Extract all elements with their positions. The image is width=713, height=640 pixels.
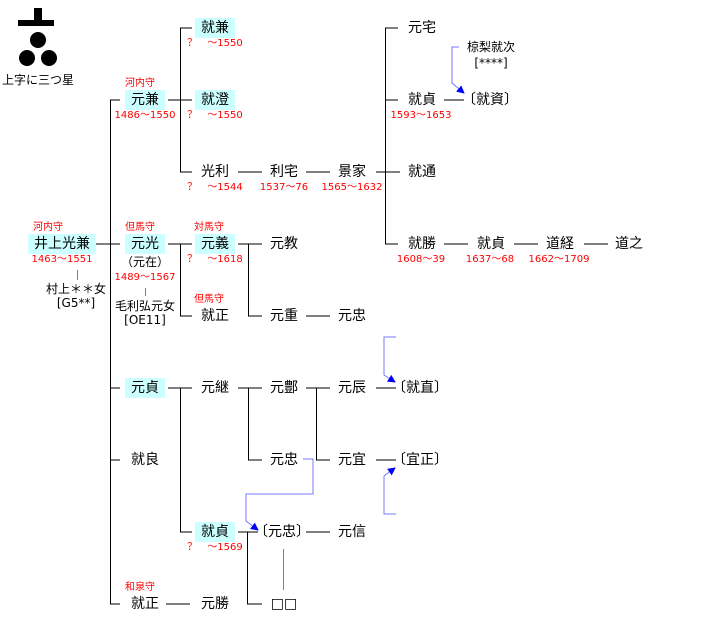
years: 1537～76 bbox=[259, 182, 309, 193]
person-node[interactable]: 元重 bbox=[270, 308, 298, 324]
person-node[interactable]: 就澄 bbox=[195, 90, 235, 110]
alias: （元在） bbox=[120, 255, 170, 269]
person-node[interactable]: 就兼 bbox=[195, 18, 235, 38]
person-node[interactable]: 〔元忠〕 bbox=[254, 524, 310, 540]
adoption-code: [****] bbox=[474, 56, 508, 70]
title: 和泉守 bbox=[125, 582, 155, 593]
wife-code: [OE11] bbox=[124, 313, 166, 327]
wife: 村上＊＊女 bbox=[45, 282, 107, 296]
person-node[interactable]: 景家 bbox=[338, 164, 366, 180]
wife: 毛利弘元女 bbox=[114, 299, 176, 313]
person-node[interactable]: 元義 bbox=[195, 234, 235, 254]
person-node[interactable]: 就正 bbox=[201, 308, 229, 324]
person-node[interactable]: 井上光兼 bbox=[28, 234, 96, 254]
person-node[interactable]: 元宜 bbox=[338, 452, 366, 468]
years: ？ ～1618 bbox=[187, 254, 243, 265]
title: 河内守 bbox=[125, 78, 155, 89]
person-node[interactable]: 元継 bbox=[201, 380, 229, 396]
person-node[interactable]: 就通 bbox=[408, 164, 436, 180]
person-node[interactable]: 元鄷 bbox=[270, 380, 298, 396]
years: 1637～68 bbox=[465, 254, 515, 265]
person-node[interactable]: 就貞 bbox=[477, 236, 505, 252]
person-node[interactable]: 就勝 bbox=[408, 236, 436, 252]
years: ？ ～1550 bbox=[187, 110, 243, 121]
years: ？ ～1569 bbox=[187, 542, 243, 553]
person-node[interactable]: 元信 bbox=[338, 524, 366, 540]
person-node[interactable]: 元教 bbox=[270, 236, 298, 252]
years: 1662～1709 bbox=[528, 254, 590, 265]
title: 対馬守 bbox=[194, 222, 224, 233]
person-node[interactable]: 元辰 bbox=[338, 380, 366, 396]
years: 1608～39 bbox=[396, 254, 446, 265]
person-node[interactable]: 就貞 bbox=[408, 92, 436, 108]
person-node[interactable]: 元勝 bbox=[201, 596, 229, 612]
title: 河内守 bbox=[33, 222, 63, 233]
person-node[interactable]: 〔就直〕 bbox=[392, 380, 448, 396]
years: 1486～1550 bbox=[114, 110, 176, 121]
person-node[interactable]: 道経 bbox=[546, 236, 574, 252]
years: ？ ～1550 bbox=[187, 38, 243, 49]
person-node[interactable]: 元忠 bbox=[338, 308, 366, 324]
person-node[interactable]: 就良 bbox=[131, 452, 159, 468]
years: 1489～1567 bbox=[114, 272, 176, 283]
person-node[interactable]: 利宅 bbox=[270, 164, 298, 180]
title: 但馬守 bbox=[125, 222, 155, 233]
wife-code: [G5**] bbox=[56, 296, 96, 310]
person-node[interactable]: □□ bbox=[270, 596, 298, 612]
years: 1463～1551 bbox=[31, 254, 93, 265]
person-node[interactable]: 〔宜正〕 bbox=[392, 452, 448, 468]
person-node[interactable]: 元宅 bbox=[408, 20, 436, 36]
years: 1565～1632 bbox=[321, 182, 383, 193]
person-node[interactable]: 道之 bbox=[615, 236, 643, 252]
years: 1593～1653 bbox=[390, 110, 452, 121]
person-node[interactable]: 元忠 bbox=[270, 452, 298, 468]
person-node[interactable]: 元光 bbox=[125, 234, 165, 254]
title: 但馬守 bbox=[194, 294, 224, 305]
person-node[interactable]: 光利 bbox=[201, 164, 229, 180]
person-node[interactable]: 元兼 bbox=[125, 90, 165, 110]
person-node[interactable]: 元貞 bbox=[125, 378, 165, 398]
family-crest-icon bbox=[14, 6, 62, 68]
person-node[interactable]: 就貞 bbox=[195, 522, 235, 542]
person-node[interactable]: 就正 bbox=[131, 596, 159, 612]
years: ？ ～1544 bbox=[187, 182, 243, 193]
crest-caption: 上字に三つ星 bbox=[1, 73, 75, 87]
person-node[interactable]: 〔就資〕 bbox=[462, 92, 518, 108]
adoption-source: 椋梨就次 bbox=[466, 40, 516, 54]
